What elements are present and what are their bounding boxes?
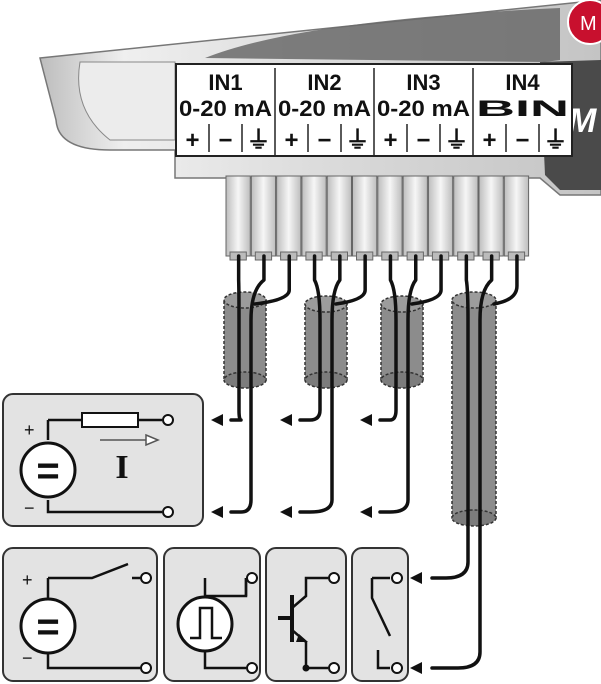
signal-wire xyxy=(430,254,494,670)
cable-shield xyxy=(304,295,348,389)
terminal-screw-block xyxy=(250,175,277,257)
terminal-screw-block xyxy=(276,175,302,257)
pin-symbol: ⏚ xyxy=(346,127,370,154)
current-source-icon: = xyxy=(19,441,77,499)
open-collector-transistor-icon xyxy=(278,576,328,672)
signal-wires xyxy=(211,254,519,674)
terminal-type-label: 0-20 mA xyxy=(278,96,371,121)
plus-terminal-label: + xyxy=(24,420,35,440)
terminal-type-label: 0-20 mA xyxy=(179,96,272,121)
wire-arrow-icon xyxy=(360,414,372,426)
terminal-screw-block xyxy=(503,175,530,257)
resistor-icon xyxy=(81,412,139,428)
pin-symbol: − xyxy=(416,127,430,154)
minus-terminal-label: − xyxy=(24,498,35,518)
dry-contact-panel xyxy=(351,547,409,682)
wire-arrow-icon xyxy=(280,506,292,518)
terminal-node-icon xyxy=(162,506,174,518)
signal-wire xyxy=(410,254,443,306)
terminal-screw-block xyxy=(478,175,504,257)
terminal-screw-block xyxy=(377,175,403,257)
signal-wire xyxy=(334,254,367,306)
terminal-screw-block xyxy=(301,175,327,257)
terminal-screw-block xyxy=(427,175,454,257)
signal-wire xyxy=(430,254,470,580)
pin-symbol: ⏚ xyxy=(544,127,568,154)
switched-source-panel: = + − xyxy=(2,547,158,682)
pin-symbol: − xyxy=(317,127,331,154)
brand-logo-icon xyxy=(567,0,601,45)
dry-contact-icon xyxy=(370,576,392,670)
terminal-blocks xyxy=(225,175,530,261)
wire-arrow-icon xyxy=(211,414,223,426)
minus-terminal-label: − xyxy=(22,648,33,668)
terminal-name-label: IN3 xyxy=(406,70,440,95)
terminal-screw-block xyxy=(453,175,479,257)
signal-wire xyxy=(378,254,398,422)
terminal-name-label: IN1 xyxy=(208,70,242,95)
signal-wire xyxy=(229,254,243,422)
cable-shield xyxy=(223,291,267,389)
cable-shield xyxy=(451,291,497,527)
pin-symbol: ⏚ xyxy=(445,127,469,154)
terminal-name-label: IN4 xyxy=(505,70,540,95)
pin-symbol: + xyxy=(284,127,298,154)
signal-wire xyxy=(298,254,342,514)
pin-symbol: + xyxy=(482,127,496,154)
wire-arrow-icon xyxy=(410,662,422,674)
terminal-screw-block xyxy=(402,175,428,257)
terminal-node-icon xyxy=(162,414,174,426)
cable-shield xyxy=(380,295,424,389)
svg-text:=: = xyxy=(36,605,59,649)
current-source-panel: = + − I xyxy=(2,393,204,527)
pulse-generator-panel xyxy=(163,547,261,682)
pin-symbol: + xyxy=(383,127,397,154)
transistor-panel xyxy=(265,547,347,682)
wire-arrow-icon xyxy=(280,414,292,426)
terminal-name-label: IN2 xyxy=(307,70,341,95)
pin-symbol: − xyxy=(218,127,232,154)
current-symbol: I xyxy=(115,449,128,486)
signal-wire xyxy=(253,254,291,306)
svg-text:=: = xyxy=(36,449,59,493)
terminal-type-label: 0-20 mA xyxy=(377,96,470,121)
wire-arrow-icon xyxy=(360,506,372,518)
signal-wire xyxy=(492,254,519,306)
signal-wire xyxy=(298,254,322,422)
terminal-type-label: BIN xyxy=(476,96,569,121)
terminal-screw-block xyxy=(352,175,378,257)
pin-symbol: ⏚ xyxy=(247,127,271,154)
pin-symbol: − xyxy=(515,127,529,154)
wire-arrow-icon xyxy=(211,506,223,518)
switched-source-icon: = xyxy=(19,597,77,655)
plus-terminal-label: + xyxy=(22,570,33,590)
brand-logo-letter: M xyxy=(580,13,597,35)
signal-wire xyxy=(229,254,266,514)
pin-symbol: + xyxy=(185,127,199,154)
wire-arrow-icon xyxy=(410,572,422,584)
pulse-generator-icon xyxy=(176,595,234,653)
terminal-screw-block xyxy=(326,175,353,257)
signal-wire xyxy=(378,254,418,514)
terminal-screw-block xyxy=(225,175,251,257)
